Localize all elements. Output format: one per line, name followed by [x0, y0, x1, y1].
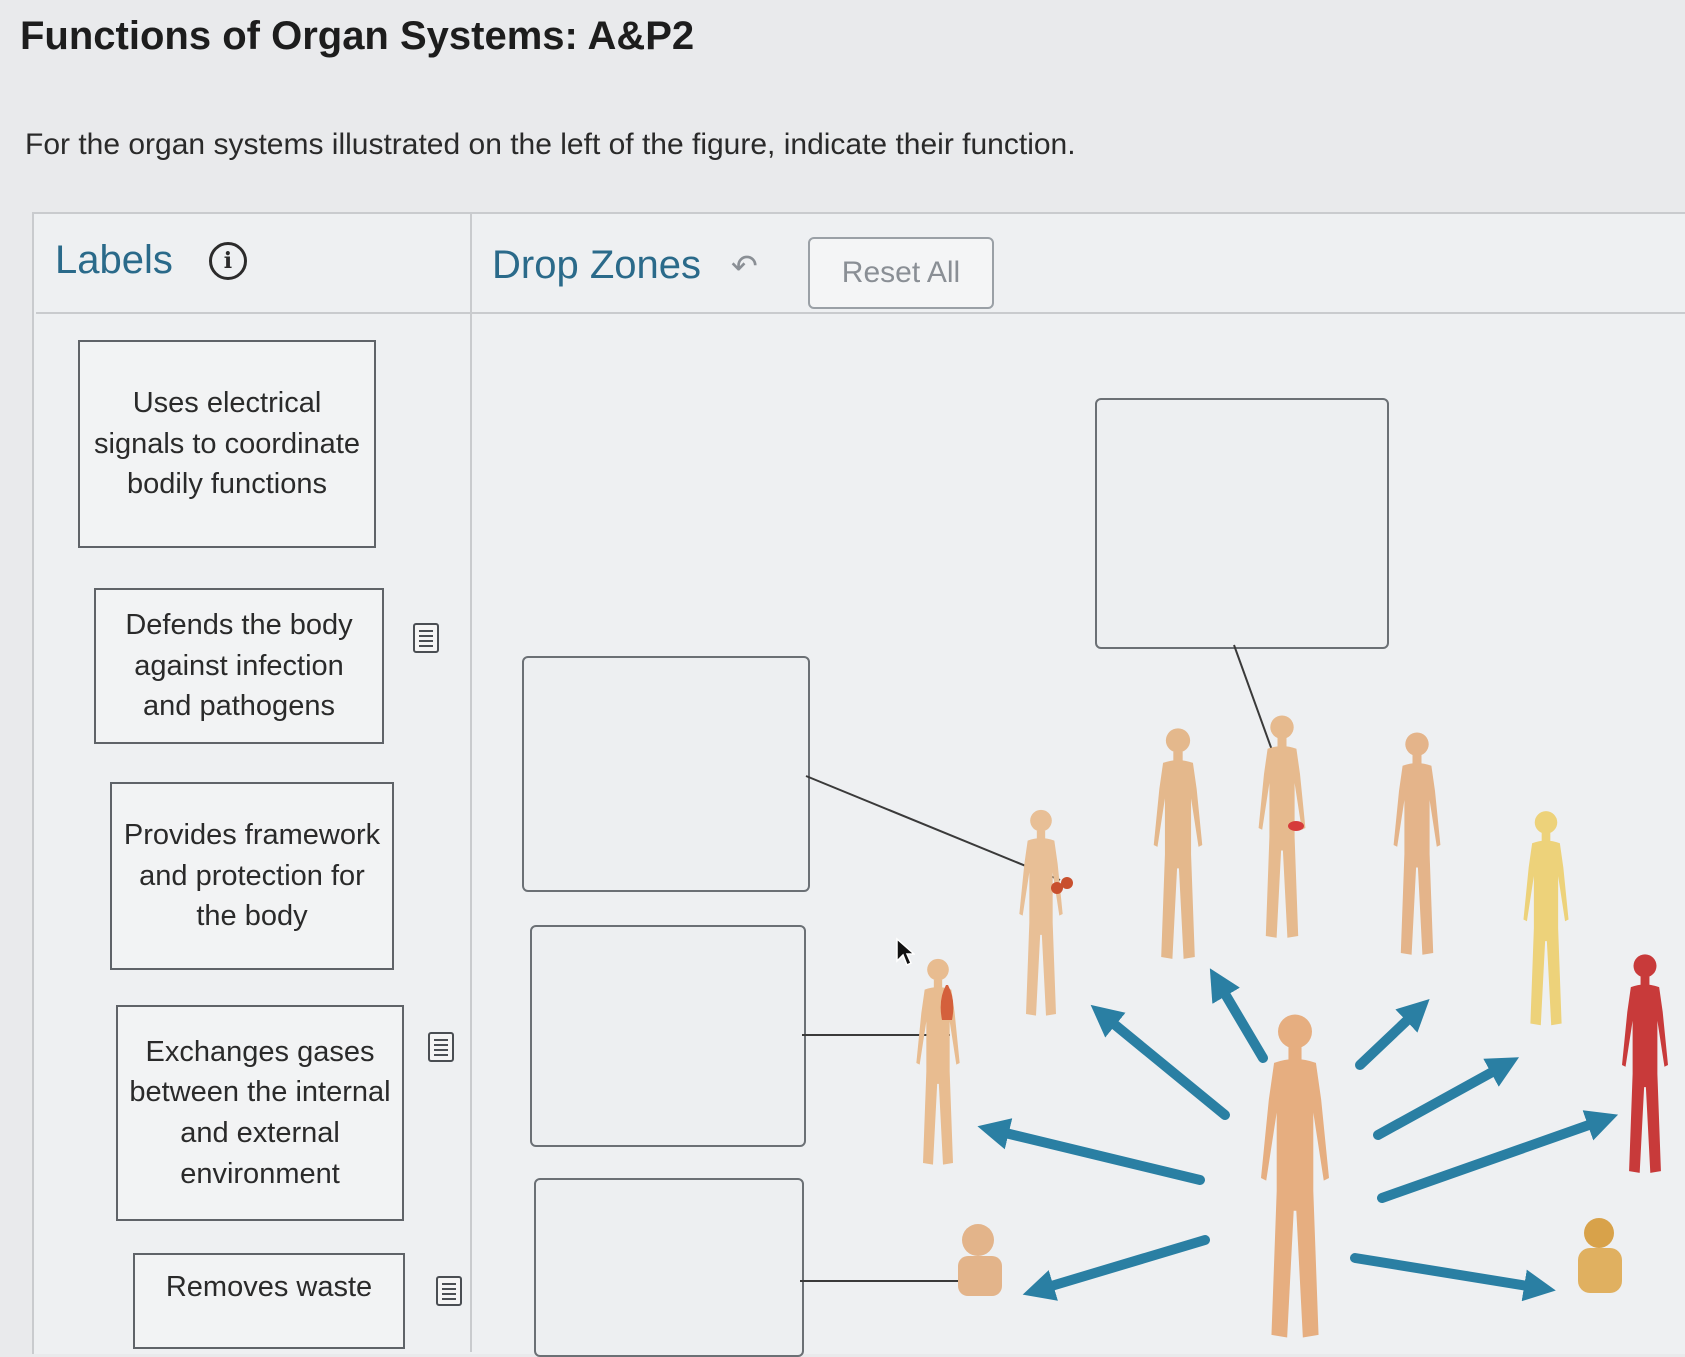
undo-arrow-icon[interactable]: ↶: [730, 247, 758, 284]
hint-document-icon[interactable]: [428, 1032, 454, 1062]
label-card[interactable]: Exchanges gases between the internal and…: [116, 1005, 404, 1221]
hint-document-icon[interactable]: [413, 623, 439, 653]
label-card[interactable]: Removes waste: [133, 1253, 405, 1349]
labels-header: Labels i: [55, 238, 247, 283]
info-icon[interactable]: i: [208, 241, 247, 280]
reset-all-button[interactable]: Reset All: [808, 237, 994, 309]
panel-divider: [470, 212, 472, 1352]
labels-title: Labels: [55, 238, 173, 282]
page-title: Functions of Organ Systems: A&P2: [20, 14, 695, 58]
mouse-cursor-icon: [896, 937, 915, 967]
label-card[interactable]: Uses electrical signals to coordinate bo…: [78, 340, 376, 548]
header-divider: [36, 312, 1685, 314]
drop-zone-left-3[interactable]: [534, 1178, 804, 1357]
hint-document-icon[interactable]: [436, 1276, 462, 1306]
instructions: For the organ systems illustrated on the…: [25, 128, 1076, 161]
drop-zone-left-1[interactable]: [522, 656, 810, 892]
drop-zones-title: Drop Zones: [492, 243, 701, 287]
drop-zones-header: Drop Zones ↶: [492, 243, 758, 288]
drop-zone-top-right[interactable]: [1095, 398, 1389, 649]
label-card[interactable]: Provides framework and protection for th…: [110, 782, 394, 970]
drop-zone-left-2[interactable]: [530, 925, 806, 1147]
label-card[interactable]: Defends the body against infection and p…: [94, 588, 384, 744]
